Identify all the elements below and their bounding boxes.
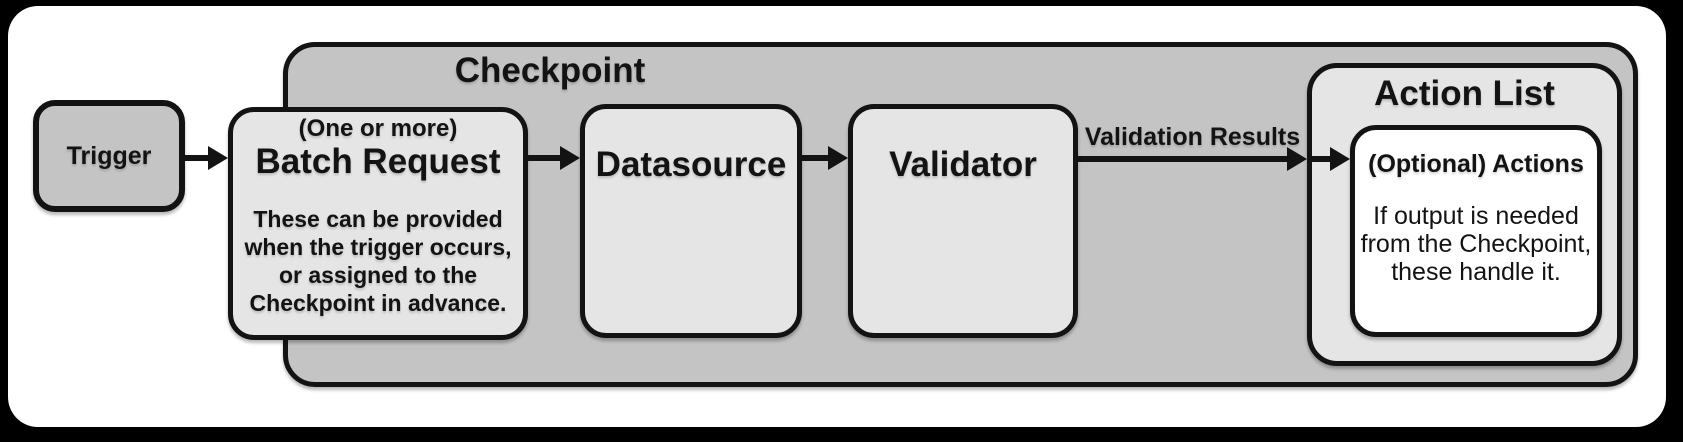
trigger-node: Trigger [33,100,185,212]
batch-request-title: Batch Request [255,142,501,181]
arrow-validator-to-action-list [1078,147,1307,171]
arrow-shaft [1312,156,1330,162]
validator-node: Validator [848,104,1078,338]
validation-results-label: Validation Results [1084,123,1301,151]
arrowhead-icon [828,146,848,170]
datasource-title: Datasource [595,145,787,184]
arrowhead-icon [1287,147,1307,171]
optional-actions-description: If output is needed from the Checkpoint,… [1360,202,1592,286]
batch-request-description: These can be provided when the trigger o… [244,206,512,316]
optional-actions-title: (Optional) Actions [1368,150,1584,178]
batch-request-qualifier: (One or more) [298,115,458,142]
arrow-shaft [802,155,828,161]
arrow-batch-request-to-datasource [528,146,580,170]
optional-actions-node: (Optional) Actions If output is needed f… [1350,125,1602,337]
arrow-trigger-to-batch-request [185,146,228,170]
arrow-action-list-to-actions [1312,147,1350,171]
arrowhead-icon [560,146,580,170]
datasource-node: Datasource [580,104,802,338]
arrow-datasource-to-validator [802,146,848,170]
arrow-shaft [528,155,560,161]
batch-request-node: (One or more) Batch Request These can be… [228,107,528,340]
action-list-title: Action List [1374,74,1555,113]
arrowhead-icon [1330,147,1350,171]
arrow-shaft [1078,156,1287,162]
trigger-label: Trigger [66,141,152,170]
arrowhead-icon [208,146,228,170]
checkpoint-title: Checkpoint [454,51,646,90]
arrow-shaft [185,155,208,161]
validator-title: Validator [889,145,1037,184]
